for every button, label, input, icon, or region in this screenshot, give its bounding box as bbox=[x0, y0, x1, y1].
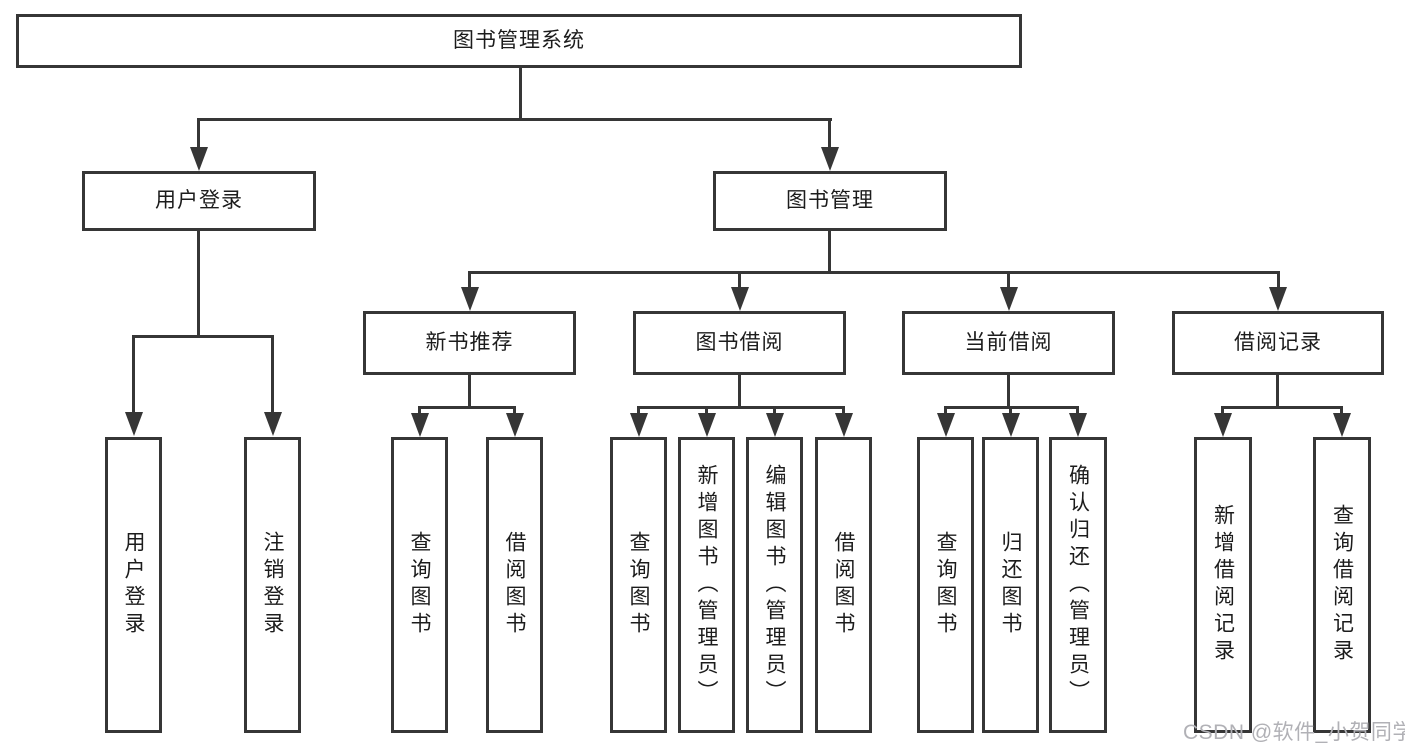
leaf-return-book: 归还图书 bbox=[982, 437, 1039, 733]
leaf-query-book-recommend: 查询图书 bbox=[391, 437, 448, 733]
arrow-down-icon bbox=[766, 413, 784, 437]
connector-line bbox=[513, 406, 516, 416]
arrow-down-icon bbox=[1069, 413, 1087, 437]
leaf-confirm-return-admin: 确认归还（管理员） bbox=[1049, 437, 1107, 733]
connector-line bbox=[1009, 406, 1012, 416]
node-book-management: 图书管理 bbox=[713, 171, 947, 231]
leaf-edit-book-admin: 编辑图书（管理员） bbox=[746, 437, 803, 733]
leaf-user-login: 用户登录 bbox=[105, 437, 162, 733]
node-root: 图书管理系统 bbox=[16, 14, 1022, 68]
connector-line bbox=[738, 271, 741, 291]
connector-line bbox=[132, 335, 135, 415]
node-borrow-records: 借阅记录 bbox=[1172, 311, 1384, 375]
node-book-borrow: 图书借阅 bbox=[633, 311, 846, 375]
connector-line bbox=[828, 118, 831, 150]
connector-line bbox=[519, 68, 522, 121]
connector-line bbox=[1276, 375, 1279, 408]
connector-line bbox=[773, 406, 776, 416]
arrow-down-icon bbox=[1214, 413, 1232, 437]
connector-line bbox=[1007, 271, 1010, 291]
arrow-down-icon bbox=[698, 413, 716, 437]
arrow-down-icon bbox=[731, 287, 749, 311]
arrow-down-icon bbox=[506, 413, 524, 437]
leaf-logout: 注销登录 bbox=[244, 437, 301, 733]
arrow-down-icon bbox=[630, 413, 648, 437]
connector-line bbox=[468, 375, 471, 408]
leaf-add-borrow-record: 新增借阅记录 bbox=[1194, 437, 1252, 733]
connector-line bbox=[1340, 406, 1343, 416]
arrow-down-icon bbox=[821, 147, 839, 171]
arrow-down-icon bbox=[1269, 287, 1287, 311]
connector-line bbox=[944, 406, 947, 416]
connector-line bbox=[418, 406, 421, 416]
csdn-watermark: CSDN @软件_小贺同学 bbox=[1183, 721, 1405, 744]
arrow-down-icon bbox=[125, 412, 143, 436]
connector-line bbox=[1277, 271, 1280, 291]
leaf-query-borrow-record: 查询借阅记录 bbox=[1313, 437, 1371, 733]
connector-line bbox=[1076, 406, 1079, 416]
connector-line bbox=[738, 375, 741, 408]
arrow-down-icon bbox=[835, 413, 853, 437]
connector-line bbox=[418, 406, 516, 409]
connector-line bbox=[271, 335, 274, 415]
leaf-add-book-admin: 新增图书（管理员） bbox=[678, 437, 735, 733]
arrow-down-icon bbox=[461, 287, 479, 311]
arrow-down-icon bbox=[411, 413, 429, 437]
leaf-borrow-book-recommend: 借阅图书 bbox=[486, 437, 543, 733]
arrow-down-icon bbox=[190, 147, 208, 171]
node-user-login: 用户登录 bbox=[82, 171, 316, 231]
connector-line bbox=[468, 271, 1280, 274]
connector-line bbox=[197, 231, 200, 337]
leaf-query-book-current: 查询图书 bbox=[917, 437, 974, 733]
connector-line bbox=[637, 406, 640, 416]
connector-line bbox=[1221, 406, 1343, 409]
connector-line bbox=[842, 406, 845, 416]
leaf-borrow-book: 借阅图书 bbox=[815, 437, 872, 733]
arrow-down-icon bbox=[1333, 413, 1351, 437]
connector-line bbox=[468, 271, 471, 291]
node-new-book-recommend: 新书推荐 bbox=[363, 311, 576, 375]
connector-line bbox=[828, 231, 831, 273]
connector-line bbox=[132, 335, 274, 338]
connector-line bbox=[1221, 406, 1224, 416]
arrow-down-icon bbox=[264, 412, 282, 436]
connector-line bbox=[705, 406, 708, 416]
node-current-borrow: 当前借阅 bbox=[902, 311, 1115, 375]
connector-line bbox=[1007, 375, 1010, 408]
connector-line bbox=[197, 118, 832, 121]
connector-line bbox=[637, 406, 845, 409]
connector-line bbox=[197, 118, 200, 150]
arrow-down-icon bbox=[1002, 413, 1020, 437]
arrow-down-icon bbox=[937, 413, 955, 437]
arrow-down-icon bbox=[1000, 287, 1018, 311]
leaf-query-book-borrow: 查询图书 bbox=[610, 437, 667, 733]
